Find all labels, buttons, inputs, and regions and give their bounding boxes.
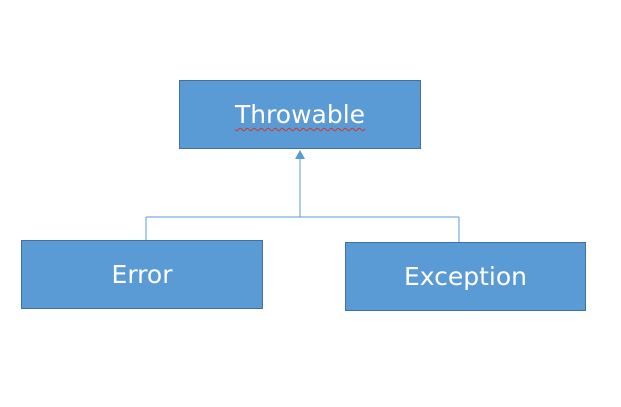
inheritance-connector [145, 158, 460, 242]
exception-label: Exception [403, 262, 528, 291]
error-label: Error [111, 260, 173, 289]
throwable-node: Throwable [179, 80, 421, 149]
inheritance-arrowhead [295, 150, 305, 159]
error-node: Error [21, 240, 263, 309]
exception-node: Exception [345, 242, 586, 311]
throwable-label: Throwable [234, 100, 366, 129]
